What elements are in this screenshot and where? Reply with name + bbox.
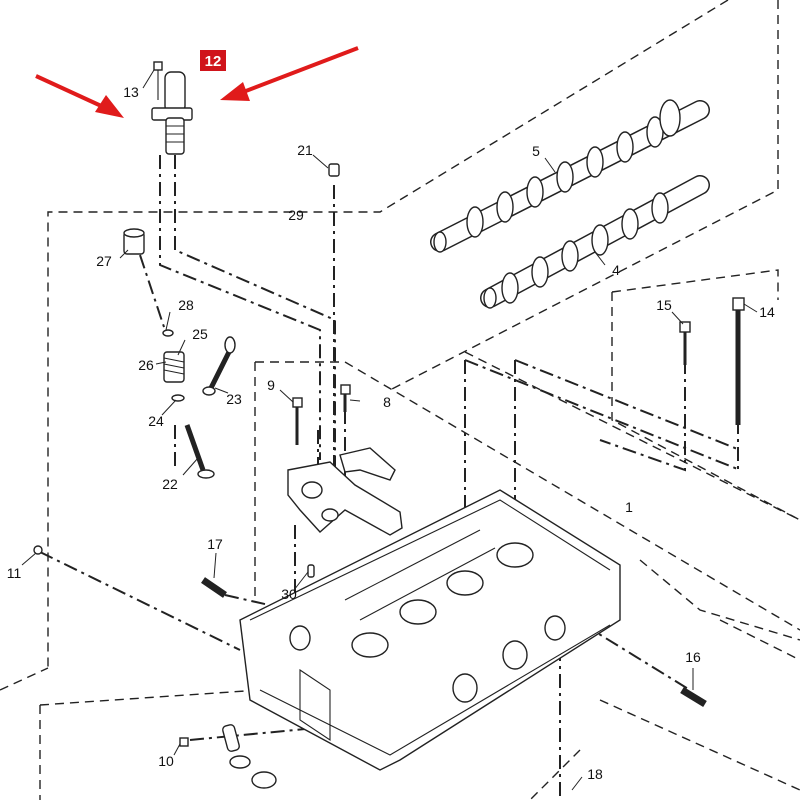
highlight-badge xyxy=(200,50,226,71)
valve-part-22 xyxy=(184,424,215,479)
plug-part-11 xyxy=(33,545,43,555)
stud-part-16 xyxy=(680,687,707,707)
pin-part-30 xyxy=(307,564,315,578)
callout-29: 29 xyxy=(288,207,304,223)
callout-28: 28 xyxy=(178,297,194,313)
exhaust-camshaft-part-4 xyxy=(480,175,710,309)
plug-part-21 xyxy=(328,163,340,177)
callout-5: 5 xyxy=(532,143,540,159)
highlight-label: 12 xyxy=(205,53,222,70)
callout-24: 24 xyxy=(148,413,164,429)
indicator-arrow-left xyxy=(35,74,124,118)
callout-27: 27 xyxy=(96,253,112,269)
valve-spring-assembly xyxy=(162,329,185,402)
callout-15: 15 xyxy=(656,297,672,313)
callout-1: 1 xyxy=(625,499,633,515)
solenoid-valve-part-12 xyxy=(151,71,193,155)
seal-parts xyxy=(222,724,277,789)
bolt-part-9 xyxy=(292,397,303,445)
bolt-part-15 xyxy=(679,321,691,365)
bolt-part-10 xyxy=(179,737,189,747)
callout-26: 26 xyxy=(138,357,154,373)
callout-30: 30 xyxy=(281,586,297,602)
bolt-part-14 xyxy=(732,297,745,425)
callout-14: 14 xyxy=(759,304,775,320)
bolt-part-8 xyxy=(340,384,351,412)
callout-17: 17 xyxy=(207,536,223,552)
bolt-part-13 xyxy=(153,61,163,100)
callout-13: 13 xyxy=(123,84,139,100)
callout-23: 23 xyxy=(226,391,242,407)
highlight-callout-12: 12 xyxy=(200,50,226,71)
valve-part-23 xyxy=(202,336,236,396)
callout-11: 11 xyxy=(7,565,22,581)
callout-4: 4 xyxy=(612,262,620,278)
callout-10: 10 xyxy=(158,753,174,769)
callout-18: 18 xyxy=(587,766,603,782)
callout-21: 21 xyxy=(297,142,313,158)
indicator-arrow-right xyxy=(220,46,359,101)
cylinder-head xyxy=(239,489,621,771)
callout-8: 8 xyxy=(383,394,391,410)
callout-16: 16 xyxy=(685,649,701,665)
callout-25: 25 xyxy=(192,326,208,342)
callout-leaders xyxy=(21,69,758,791)
intake-camshaft-part-5 xyxy=(430,99,710,253)
callout-labels: 13 5 4 21 29 27 28 25 26 23 24 22 9 8 15… xyxy=(7,84,775,782)
camshaft-bearing-caps xyxy=(287,447,403,536)
stud-part-17 xyxy=(201,577,227,598)
lifter-part-27 xyxy=(123,228,145,255)
callout-9: 9 xyxy=(267,377,275,393)
callout-22: 22 xyxy=(162,476,178,492)
